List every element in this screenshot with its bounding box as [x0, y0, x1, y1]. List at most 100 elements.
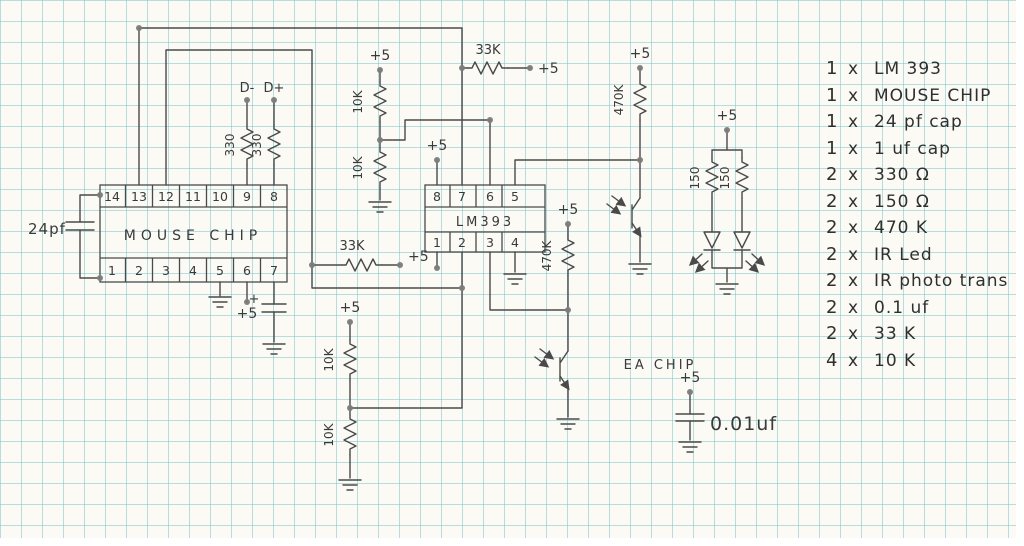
- resistor-150-a: [705, 157, 719, 199]
- pin-number: 3: [162, 263, 170, 278]
- paper-edge-bottom: [0, 538, 1024, 546]
- part-times: x: [848, 165, 860, 185]
- plus5-label: +5: [717, 108, 738, 124]
- junction-dot: [434, 157, 440, 163]
- part-times: x: [848, 324, 860, 344]
- junction-dot: [347, 405, 353, 411]
- part-times: x: [848, 244, 860, 265]
- capacitor-0-01uf: [675, 413, 705, 422]
- r10k-label: 10K: [322, 422, 336, 446]
- ir-out-arrow-icon: [751, 253, 766, 266]
- plus5-label: +5: [370, 48, 391, 64]
- ground-icon: [368, 201, 392, 213]
- r150-label: 150: [718, 167, 732, 190]
- resistor-150-b: [735, 157, 749, 199]
- junction-dot: [97, 192, 103, 198]
- part-name: 24 pf cap: [874, 112, 963, 132]
- part-qty: 1: [826, 111, 839, 132]
- pin-number: 6: [243, 263, 251, 278]
- circuit-wiring: [79, 27, 743, 479]
- wire-pin13-to-lm393-pin7: [138, 27, 463, 186]
- junction-dot: [347, 319, 353, 325]
- part-qty: 4: [826, 349, 839, 371]
- part-qty: 2: [826, 270, 839, 291]
- r33k-label: 33K: [475, 43, 501, 58]
- component-labels: D- D+ 330 330 10K 10K 10K 10K 33K 33K 47…: [28, 43, 776, 447]
- junction-dot: [377, 67, 383, 73]
- d-plus-label: D+: [264, 81, 285, 96]
- ground-icon: [715, 283, 739, 295]
- pin-number: 1: [433, 235, 441, 250]
- part-qty: 2: [826, 243, 839, 265]
- ea-chip-label: EA CHIP: [624, 358, 697, 373]
- ir-out-arrow-icon: [745, 260, 760, 273]
- part-name: 150 Ω: [874, 191, 930, 212]
- r10k-label: 10K: [322, 347, 336, 371]
- part-qty: 2: [826, 217, 839, 238]
- capacitors: [65, 221, 705, 422]
- junction-dot: [244, 97, 250, 103]
- mouse-chip-label: MOUSE CHIP: [124, 228, 262, 244]
- r10k-label: 10K: [351, 89, 365, 113]
- ir-in-arrow-icon: [539, 348, 555, 360]
- junction-dot: [97, 275, 103, 281]
- part-name: 470 K: [874, 218, 928, 238]
- ground-icon: [338, 479, 362, 491]
- pin-number: 13: [131, 189, 147, 204]
- pin-number: 5: [216, 263, 224, 278]
- wire-pin12-net: [165, 49, 463, 289]
- mouse-chip-body: [99, 184, 288, 283]
- paper-edge-right: [1016, 0, 1024, 546]
- part-qty: 1: [826, 58, 839, 79]
- ground-icon: [628, 263, 652, 275]
- junction-dot: [565, 307, 571, 313]
- photo-transistor-1: [606, 195, 642, 263]
- part-times: x: [848, 191, 860, 212]
- resistor-330-b: [267, 124, 281, 166]
- junction-dot: [434, 265, 440, 271]
- lm393-label: LM393: [456, 215, 514, 230]
- part-name: MOUSE CHIP: [874, 85, 992, 106]
- junction-dot: [487, 117, 493, 123]
- d-minus-label: D-: [240, 81, 255, 96]
- cap-24pf-label: 24pf: [28, 220, 66, 238]
- pin-number: 2: [135, 263, 143, 278]
- ir-led-2: [733, 231, 766, 273]
- part-name: 330 Ω: [874, 165, 930, 185]
- pin-number: 11: [185, 189, 201, 204]
- plus5-label: +5: [558, 202, 579, 218]
- mouse-chip: 14 13 12 11 10 9 8 MOUSE CHIP 1 2 3 4 5 …: [99, 184, 288, 283]
- photo-transistor-2: [534, 348, 570, 418]
- ground-icon: [678, 441, 702, 453]
- junction-dot: [459, 65, 465, 71]
- plus5-label: +5: [427, 138, 448, 154]
- part-name: LM 393: [874, 59, 942, 79]
- plus5-label: +5: [408, 249, 429, 265]
- ir-in-arrow-icon: [606, 203, 622, 215]
- part-name: 33 K: [874, 324, 917, 344]
- pin-number: 8: [270, 189, 278, 204]
- junction-dot: [271, 97, 277, 103]
- wire-led-network: [711, 129, 743, 283]
- resistor-470k-1: [633, 79, 647, 121]
- junction-dots: [97, 25, 730, 411]
- transistor-body: [559, 350, 569, 418]
- junction-dot: [459, 285, 465, 291]
- led-triangle: [703, 231, 721, 251]
- plus5-label: +5: [237, 306, 258, 322]
- resistor-330-a: [240, 124, 254, 166]
- junction-dot: [637, 65, 643, 71]
- power-labels: +5 +5 +5 +5 +5 +5 +5 +5 +5 +5: [237, 46, 738, 386]
- junction-dot: [724, 127, 730, 133]
- wire-lm393-pin5-line: [514, 159, 641, 186]
- lm393-pin-rows: [425, 185, 545, 252]
- ir-led-1: [688, 231, 721, 273]
- pin-number: 12: [158, 189, 174, 204]
- r330-label: 330: [223, 134, 237, 157]
- r330-label: 330: [250, 134, 264, 157]
- r470k-label: 470K: [540, 239, 554, 271]
- part-times: x: [848, 85, 860, 106]
